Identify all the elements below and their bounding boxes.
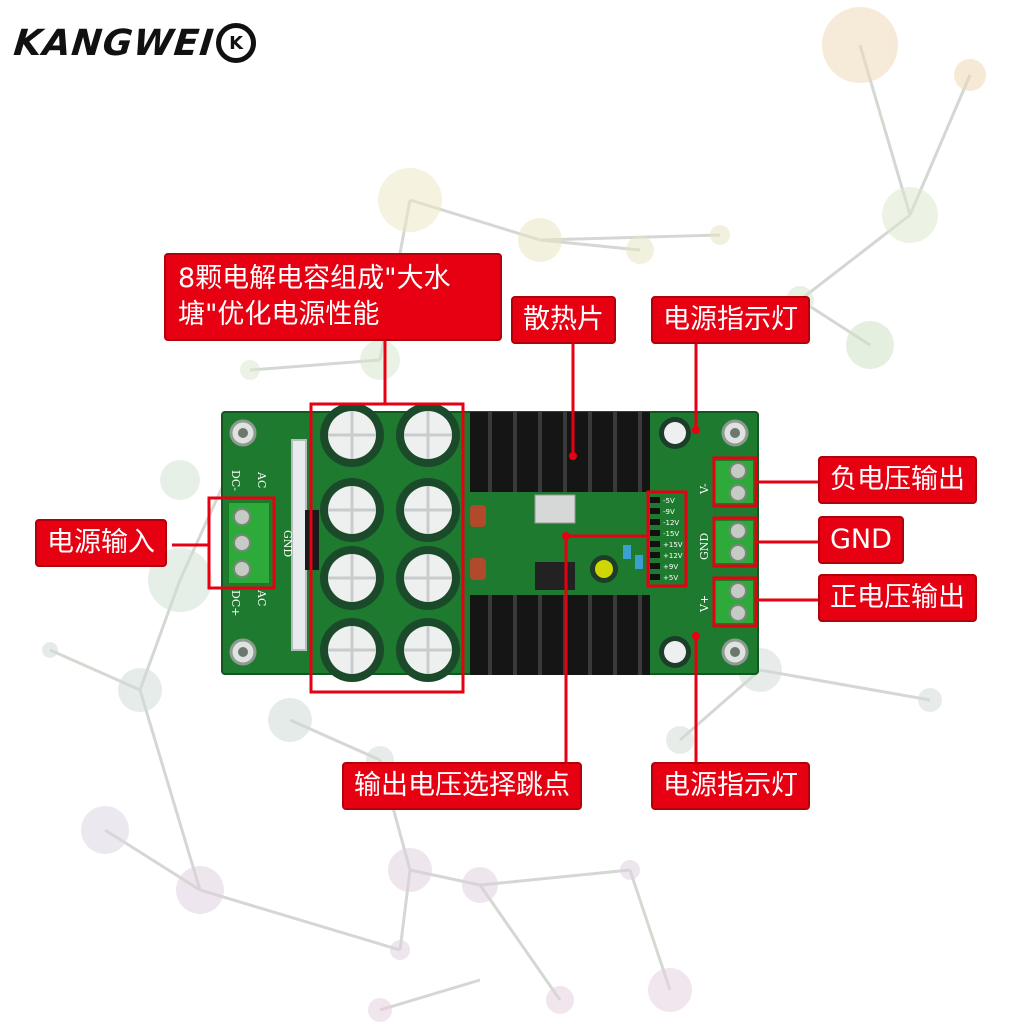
label-power-indicator-top: 电源指示灯 — [651, 296, 810, 344]
label-capacitors: 8颗电解电容组成"大水塘"优化电源性能 — [164, 253, 502, 341]
label-power-input: 电源输入 — [35, 519, 167, 567]
brand-logo: KANGWEI K — [12, 18, 257, 68]
label-gnd: GND — [818, 516, 904, 564]
brand-logo-mark: K — [216, 23, 257, 63]
label-power-indicator-bottom: 电源指示灯 — [651, 762, 810, 810]
label-positive-output: 正电压输出 — [818, 574, 977, 622]
label-heatsink: 散热片 — [511, 296, 616, 344]
label-negative-output: 负电压输出 — [818, 456, 977, 504]
label-voltage-select: 输出电压选择跳点 — [342, 762, 582, 810]
